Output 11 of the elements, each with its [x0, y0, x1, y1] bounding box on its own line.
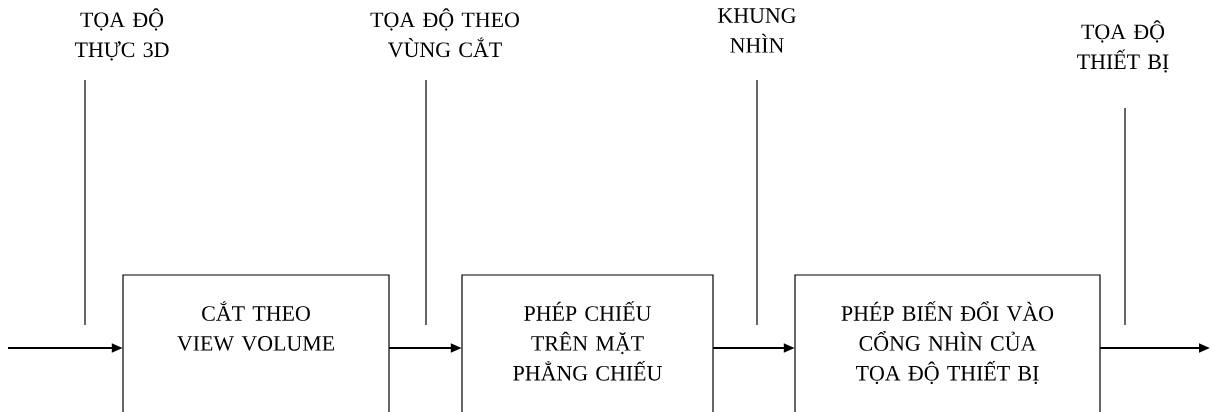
label-text: TỌA ĐỘ THEO VÙNG CẮT — [370, 8, 519, 58]
label-text: TỌA ĐỘ THIẾT BỊ — [1077, 20, 1169, 73]
label-text: KHUNG NHÌN — [718, 8, 796, 53]
process-box: PHÉP CHIẾU TRÊN MẶT PHẲNG CHIẾU — [461, 274, 714, 412]
process-box: CẮT THEO VIEW VOLUME — [122, 274, 390, 412]
leader-line — [1124, 107, 1126, 326]
leader-line — [756, 79, 758, 326]
label-text: TỌA ĐỘ THỰC 3D — [74, 8, 169, 61]
leader-line — [84, 79, 86, 326]
process-box: PHÉP BIẾN ĐỔI VÀO CỔNG NHÌN CỦA TỌA ĐỘ THIẾT BỊ — [794, 274, 1101, 412]
leader-line — [425, 79, 427, 326]
